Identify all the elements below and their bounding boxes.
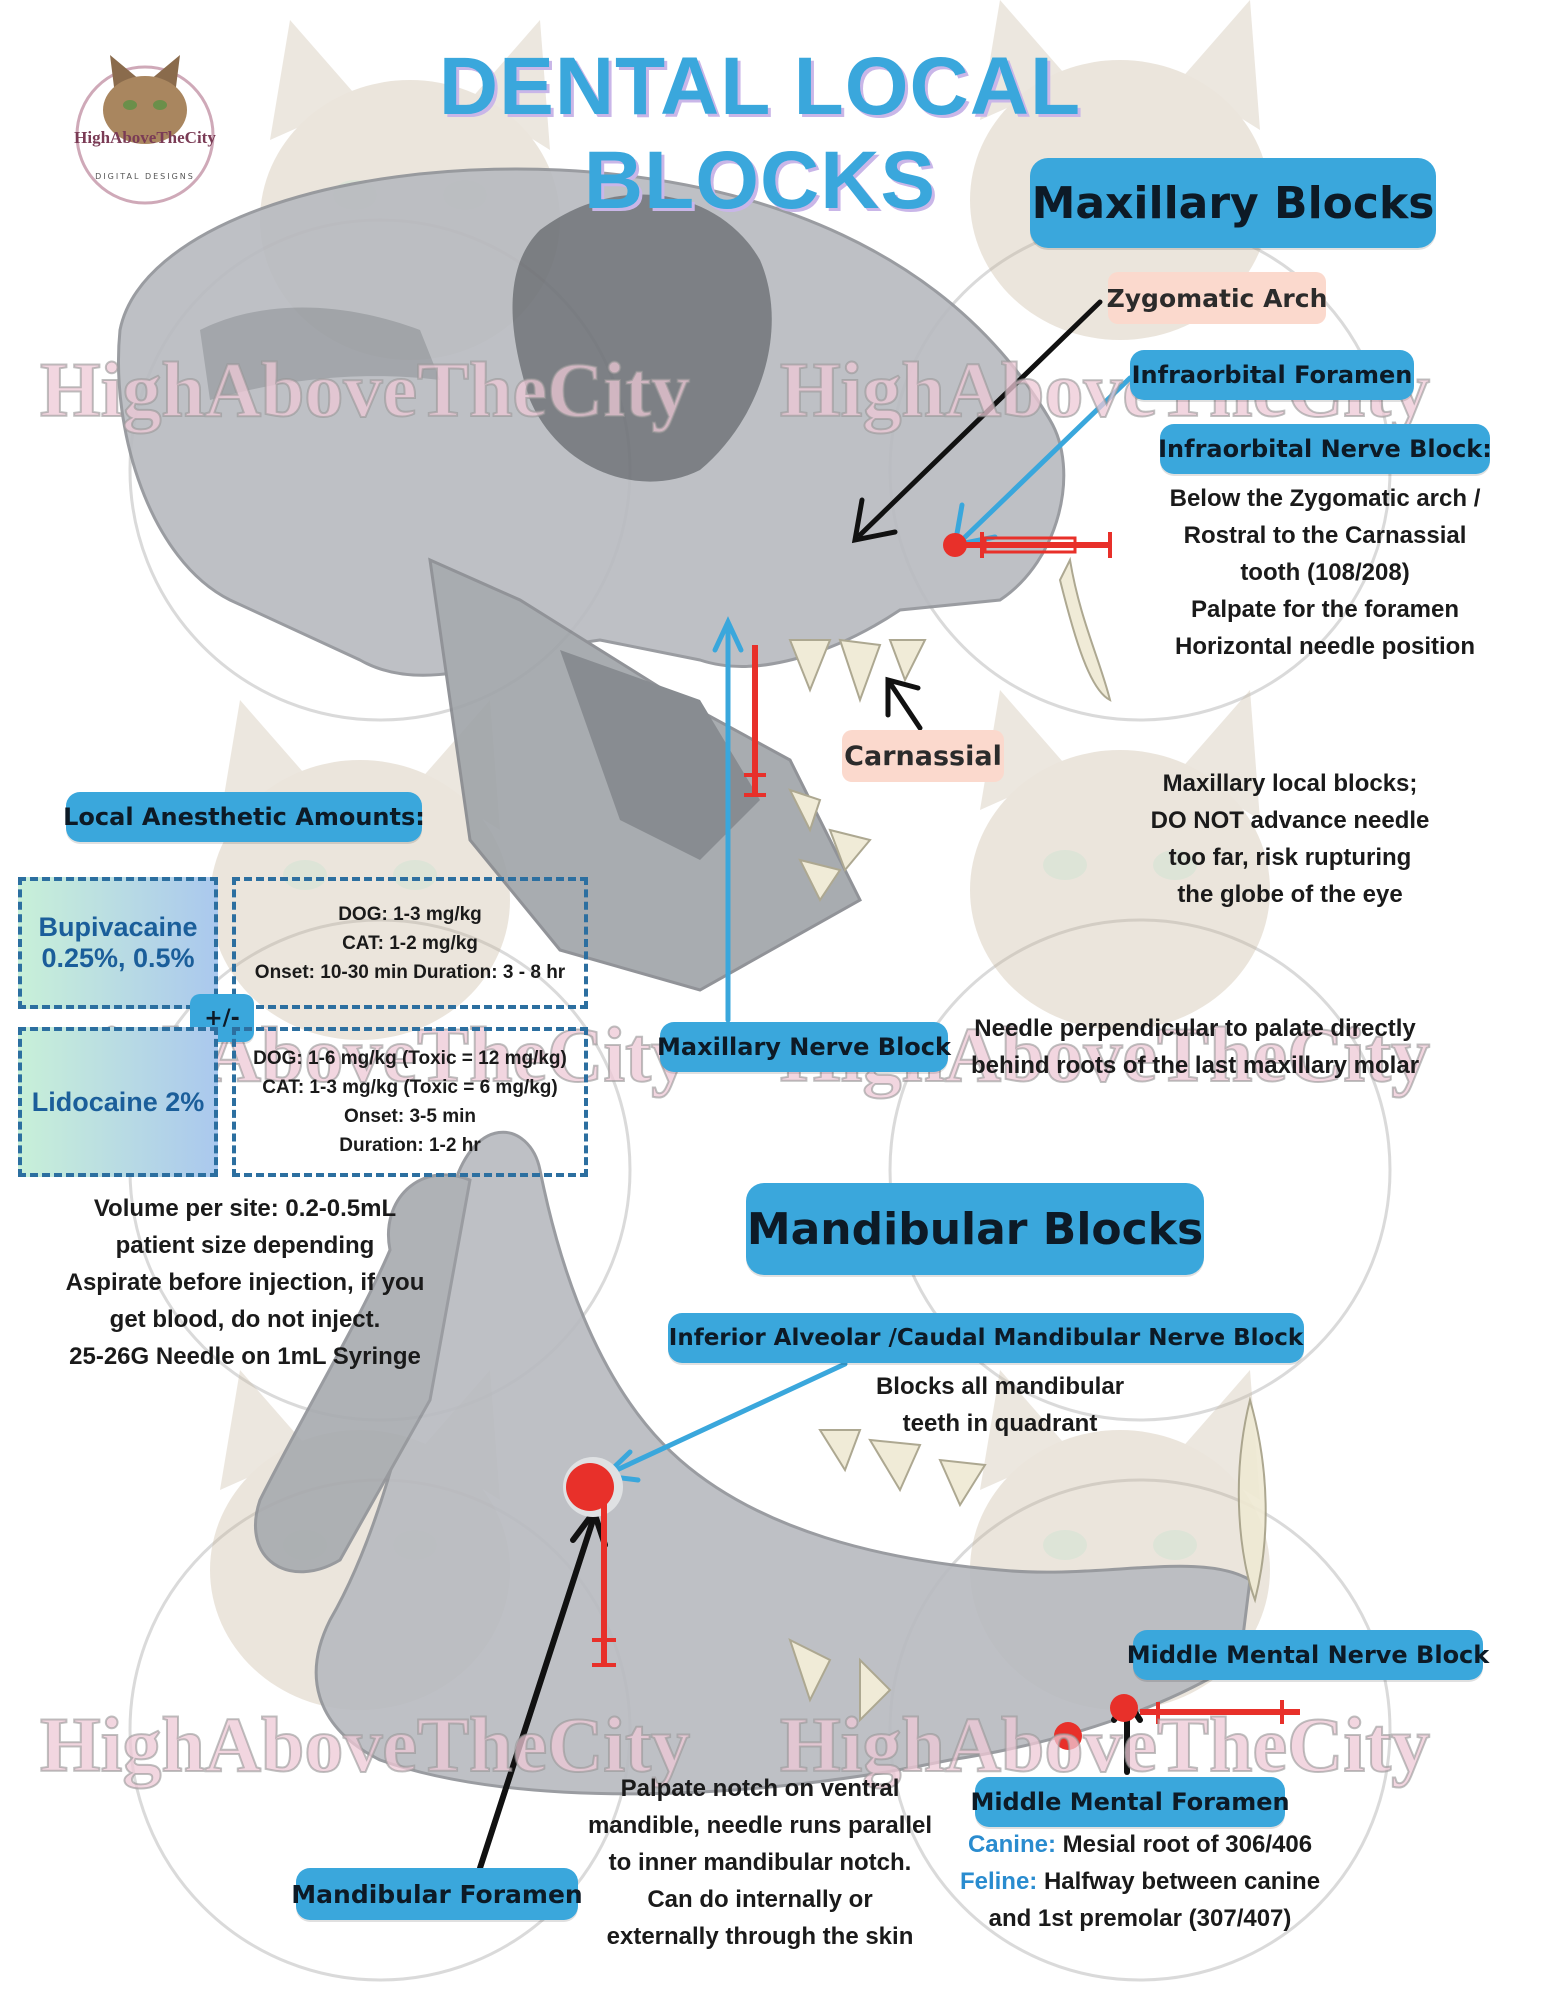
middle-mental-foramen-label: Middle Mental Foramen xyxy=(970,1777,1290,1827)
infraorbital-needle xyxy=(960,532,1112,558)
mental-injection-site xyxy=(1110,1694,1138,1722)
mandibular-needle xyxy=(563,1457,623,1667)
volume-notes: Volume per site: 0.2-0.5mL patient size … xyxy=(50,1190,440,1375)
local-anesthetic-header: Local Anesthetic Amounts: xyxy=(63,792,425,842)
maxillary-nerve-notes: Needle perpendicular to palate directly … xyxy=(950,1010,1440,1084)
infraorbital-nerve-block-label: Infraorbital Nerve Block: xyxy=(1158,424,1492,474)
dose-line: DOG: 1-3 mg/kg xyxy=(338,903,482,925)
carnassial-label: Carnassial xyxy=(842,730,1004,782)
infraorbital-notes: Below the Zygomatic arch / Rostral to th… xyxy=(1140,480,1510,665)
note-line: get blood, do not inject. xyxy=(109,1306,381,1333)
note-line: too far, risk rupturing xyxy=(1168,844,1412,871)
maxillary-blocks-header: Maxillary Blocks xyxy=(1030,158,1436,248)
note-line: tooth (108/208) xyxy=(1240,559,1410,586)
mandibular-foramen-label: Mandibular Foramen xyxy=(291,1868,583,1920)
note-line: Maxillary local blocks; xyxy=(1162,770,1418,797)
note-line: Volume per site: 0.2-0.5mL xyxy=(93,1195,397,1222)
lidocaine-dose-box: DOG: 1-6 mg/kg (Toxic = 12 mg/kg) CAT: 1… xyxy=(232,1027,588,1177)
note-line: to inner mandibular notch. xyxy=(608,1849,912,1876)
note-text: and 1st premolar (307/407) xyxy=(988,1905,1292,1932)
bupivacaine-dose-border xyxy=(232,877,588,1009)
species-label: Feline: xyxy=(959,1868,1038,1895)
drug-name: Lidocaine 2% xyxy=(31,1086,205,1117)
brand-logo: HighAboveTheCity DIGITAL DESIGNS xyxy=(60,40,230,210)
bupivacaine-border xyxy=(18,877,218,1009)
maxillary-nerve-block-label: Maxillary Nerve Block xyxy=(657,1022,951,1072)
mental-notes: Canine: Mesial root of 306/406 Feline: H… xyxy=(940,1826,1340,1937)
note-line: and 1st premolar (307/407) xyxy=(940,1900,1340,1937)
drug-name: Bupivacaine xyxy=(38,912,198,942)
note-line: DO NOT advance needle xyxy=(1150,807,1430,834)
watermark-text: HighAboveTheCity xyxy=(39,345,691,434)
infraorbital-injection-site xyxy=(943,533,967,557)
dose-line: CAT: 1-3 mg/kg (Toxic = 6 mg/kg) xyxy=(262,1077,558,1098)
note-text: Halfway between canine xyxy=(1037,1868,1321,1895)
note-line: Blocks all mandibular xyxy=(875,1373,1125,1400)
note-line: mandible, needle runs parallel xyxy=(587,1812,933,1839)
zygomatic-arch-label: Zygomatic Arch xyxy=(1107,272,1327,324)
dose-line: Onset: 10-30 min Duration: 3 - 8 hr xyxy=(254,961,566,983)
logo-brand-text: HighAboveTheCity xyxy=(74,128,216,147)
middle-mental-block-label: Middle Mental Nerve Block xyxy=(1127,1630,1489,1680)
note-line: externally through the skin xyxy=(606,1923,914,1950)
carnassial-arrow xyxy=(885,676,923,731)
maxillary-warning: Maxillary local blocks; DO NOT advance n… xyxy=(1120,765,1460,913)
bupivacaine-dose-box: DOG: 1-3 mg/kg CAT: 1-2 mg/kg Onset: 10-… xyxy=(232,877,588,1009)
skull-illustration xyxy=(116,167,1112,992)
note-line: teeth in quadrant xyxy=(902,1410,1098,1437)
dose-line: Duration: 1-2 hr xyxy=(339,1135,481,1156)
note-line: Canine: Mesial root of 306/406 xyxy=(940,1826,1340,1863)
inferior-alveolar-label: Inferior Alveolar /Caudal Mandibular Ner… xyxy=(668,1313,1304,1363)
note-line: 25-26G Needle on 1mL Syringe xyxy=(69,1343,421,1370)
note-line: Needle perpendicular to palate directly xyxy=(974,1015,1416,1042)
zygomatic-arch-arrow xyxy=(851,299,1103,544)
maxillary-nerve-arrow xyxy=(712,616,744,1023)
pointer-arrows xyxy=(477,299,1143,1871)
dose-line: Onset: 3-5 min xyxy=(344,1106,476,1127)
page-title: DENTAL LOCAL BLOCKS xyxy=(438,41,1082,226)
mental-injection-site-rostral xyxy=(1054,1722,1082,1750)
watermark-text: HighAboveTheCity xyxy=(779,1700,1431,1789)
mandibular-injection-site xyxy=(566,1463,614,1511)
lidocaine-box: Lidocaine 2% xyxy=(18,1027,218,1177)
mandibular-foramen-notes: Palpate notch on ventral mandible, needl… xyxy=(570,1770,950,1955)
inferior-alveolar-notes: Blocks all mandibular teeth in quadrant xyxy=(820,1368,1180,1442)
note-line: behind roots of the last maxillary molar xyxy=(970,1052,1420,1079)
note-text: Mesial root of 306/406 xyxy=(1055,1831,1313,1858)
mandibular-blocks-header: Mandibular Blocks xyxy=(746,1183,1204,1275)
lidocaine-border xyxy=(18,1027,218,1177)
watermark-text: HighAboveTheCity xyxy=(39,1700,691,1789)
infraorbital-foramen-label: Infraorbital Foramen xyxy=(1130,350,1414,400)
lidocaine-dose-border xyxy=(232,1027,588,1177)
injection-markers xyxy=(563,532,1300,1750)
note-line: Palpate notch on ventral xyxy=(620,1775,900,1802)
dose-line: CAT: 1-2 mg/kg xyxy=(342,932,478,954)
species-label: Canine: xyxy=(967,1831,1056,1858)
note-line: patient size depending xyxy=(115,1232,375,1259)
note-line: Rostral to the Carnassial xyxy=(1183,522,1467,549)
logo-sub-text: DIGITAL DESIGNS xyxy=(95,172,195,181)
note-line: Can do internally or xyxy=(647,1886,873,1913)
note-line: the globe of the eye xyxy=(1177,881,1403,908)
note-line: Below the Zygomatic arch / xyxy=(1169,485,1481,512)
note-line: Horizontal needle position xyxy=(1174,633,1475,660)
note-line: Feline: Halfway between canine xyxy=(940,1863,1340,1900)
dose-line: DOG: 1-6 mg/kg (Toxic = 12 mg/kg) xyxy=(253,1048,567,1069)
maxillary-needle xyxy=(744,645,766,797)
drug-concentration: 0.25%, 0.5% xyxy=(41,943,195,973)
mental-needle xyxy=(1140,1700,1300,1724)
note-line: Aspirate before injection, if you xyxy=(65,1269,425,1296)
bupivacaine-box: Bupivacaine 0.25%, 0.5% xyxy=(18,877,218,1009)
note-line: Palpate for the foramen xyxy=(1190,596,1460,623)
